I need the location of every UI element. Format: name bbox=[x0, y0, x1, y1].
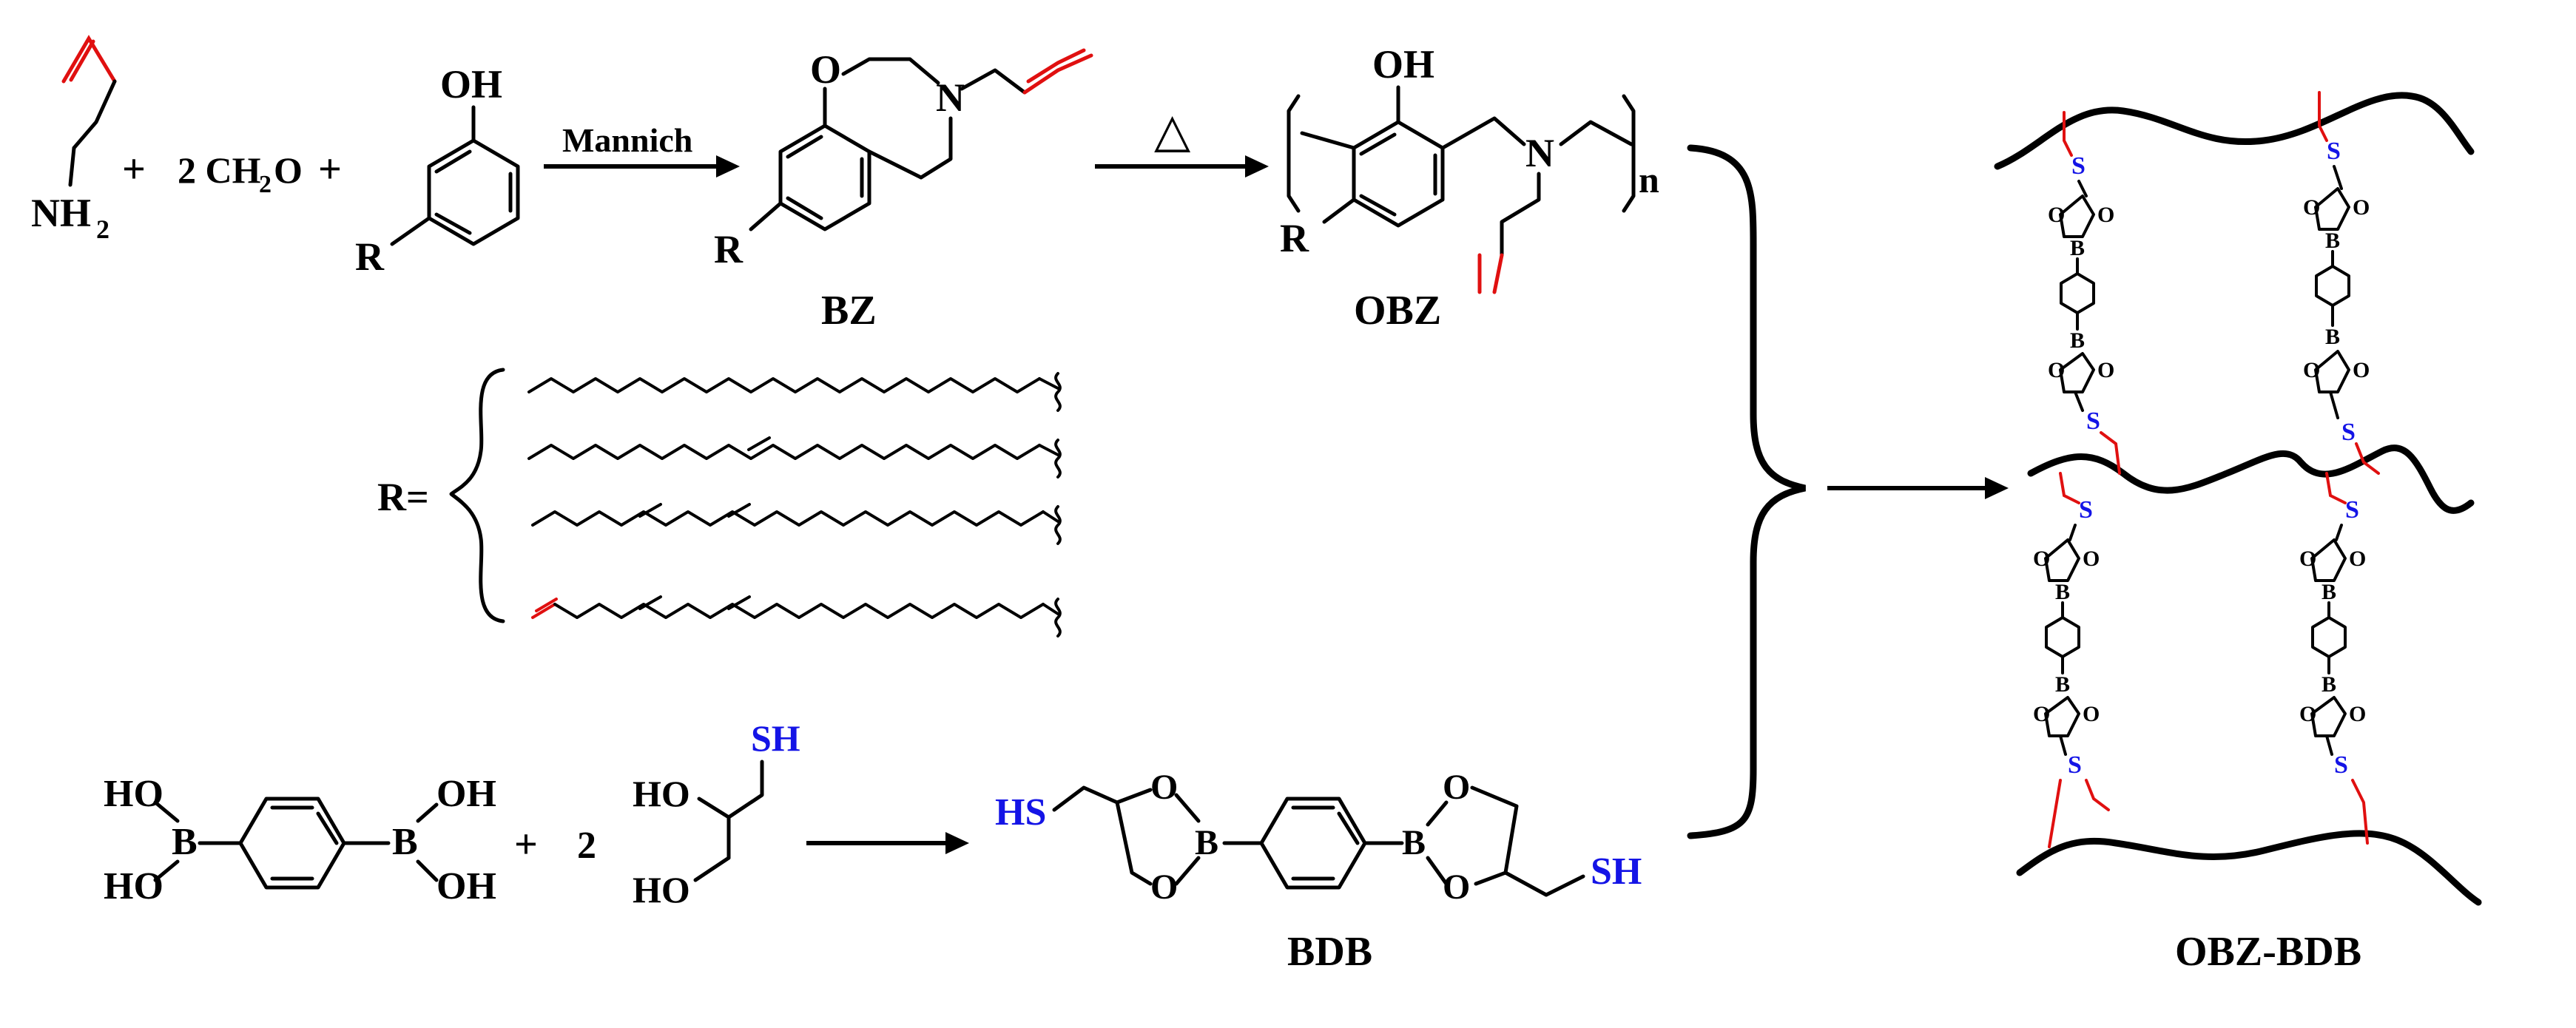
network-s-label-e: S bbox=[2079, 496, 2093, 524]
final-arrow bbox=[1827, 477, 2009, 499]
network-s-label: S bbox=[2071, 152, 2086, 180]
network-s-label-f: S bbox=[2068, 751, 2082, 779]
network-o-label: O bbox=[2048, 203, 2065, 227]
bdb-arrow bbox=[806, 832, 969, 854]
plus-sign-1: + bbox=[122, 146, 146, 192]
network-b-label-f: B bbox=[2055, 672, 2070, 697]
network-b-label-b: B bbox=[2070, 328, 2085, 353]
bz-oxygen-label: O bbox=[810, 47, 841, 92]
bz-nitrogen-label: N bbox=[936, 75, 965, 120]
ho-label-1: HO bbox=[104, 773, 163, 815]
r-equals-label: R= bbox=[377, 475, 429, 519]
linker-top-right: S O O B B O O S bbox=[2303, 91, 2380, 475]
network-b-label-c: B bbox=[2325, 229, 2340, 253]
obz-polymer: OH R N n OBZ bbox=[1280, 42, 1659, 334]
bdb-sh-label: SH bbox=[1591, 851, 1642, 893]
network-o-label-h: O bbox=[2353, 358, 2370, 382]
thioglycerol: SH HO HO bbox=[633, 717, 800, 910]
network-o-label-k: O bbox=[2033, 702, 2050, 726]
bz-r-label: R bbox=[714, 227, 744, 271]
network-o-label-n: O bbox=[2349, 547, 2366, 571]
bz-molecule: O N R BZ bbox=[714, 47, 1093, 334]
phenol: OH R bbox=[355, 62, 520, 279]
bdb-molecule: HS O O B B O O SH BDB bbox=[995, 768, 1642, 975]
benzene-diboronic-acid: HO HO B B OH OH bbox=[104, 773, 496, 907]
obz-bdb-network: S O O B B O O S S O O B bbox=[1994, 91, 2482, 975]
network-o-label-b: O bbox=[2097, 203, 2114, 227]
phenol-oh-label: OH bbox=[440, 62, 502, 106]
mannich-arrow: Mannich bbox=[544, 121, 740, 177]
linker-bottom-left: S O O B B O O S bbox=[2033, 472, 2110, 848]
oh-label-1: OH bbox=[436, 773, 496, 815]
heat-symbol: △ bbox=[1154, 104, 1191, 157]
linker-top-left: S O O B B O O S bbox=[2048, 111, 2121, 475]
glycerol-ho-label-2: HO bbox=[633, 869, 690, 910]
obz-nitrogen-label: N bbox=[1525, 131, 1554, 175]
network-b-label-g: B bbox=[2322, 580, 2336, 604]
glycerol-ho-label-1: HO bbox=[633, 773, 690, 814]
mannich-label: Mannich bbox=[562, 121, 692, 159]
obz-oh-label: OH bbox=[1372, 42, 1434, 87]
plus-sign-3: + bbox=[514, 822, 538, 868]
network-o-label-o: O bbox=[2299, 702, 2316, 726]
network-o-label-g: O bbox=[2303, 358, 2320, 382]
obz-r-label: R bbox=[1280, 216, 1309, 260]
thiol-top-label: SH bbox=[751, 717, 800, 759]
obz-title: OBZ bbox=[1354, 288, 1441, 334]
nh2-label: NH bbox=[31, 191, 91, 235]
bdb-boron-1: B bbox=[1195, 823, 1218, 862]
obz-repeat-n: n bbox=[1639, 159, 1659, 200]
boron-right-label: B bbox=[392, 821, 418, 863]
bdb-oxygen-2: O bbox=[1150, 868, 1178, 907]
stoich-two: 2 bbox=[577, 825, 596, 867]
heat-arrow: △ bbox=[1095, 104, 1269, 177]
network-s-label-d: S bbox=[2341, 419, 2356, 446]
oh-label-2: OH bbox=[436, 865, 496, 907]
r-group-definitions: R= bbox=[377, 368, 1062, 638]
network-s-label-g: S bbox=[2345, 496, 2359, 524]
bdb-boron-2: B bbox=[1402, 823, 1426, 862]
network-s-label-c: S bbox=[2327, 138, 2341, 165]
ch2o-oxygen: O bbox=[274, 149, 303, 191]
boron-left-label: B bbox=[172, 821, 198, 863]
bz-title: BZ bbox=[821, 288, 877, 334]
network-o-label-i: O bbox=[2033, 547, 2050, 571]
network-o-label-l: O bbox=[2083, 702, 2100, 726]
allylamine: NH 2 bbox=[31, 35, 117, 244]
network-b-label-h: B bbox=[2322, 672, 2336, 697]
network-o-label-p: O bbox=[2349, 702, 2366, 726]
network-o-label-c: O bbox=[2048, 358, 2065, 382]
network-o-label-f: O bbox=[2353, 195, 2370, 220]
network-o-label-j: O bbox=[2083, 547, 2100, 571]
bdb-oxygen-3: O bbox=[1443, 768, 1470, 807]
phenol-r-label: R bbox=[355, 234, 385, 279]
obz-bdb-title: OBZ-BDB bbox=[2175, 929, 2361, 975]
network-o-label-m: O bbox=[2299, 547, 2316, 571]
formaldehyde: 2 CH 2 O bbox=[178, 149, 303, 198]
plus-sign-2: + bbox=[318, 146, 342, 192]
bdb-oxygen-4: O bbox=[1443, 868, 1470, 907]
network-s-label-h: S bbox=[2334, 751, 2348, 779]
network-b-label: B bbox=[2070, 236, 2085, 260]
network-o-label-d: O bbox=[2097, 358, 2114, 382]
bdb-oxygen-1: O bbox=[1150, 768, 1178, 807]
linker-bottom-right: S O O B B O O S bbox=[2299, 472, 2369, 845]
nh2-subscript: 2 bbox=[96, 214, 109, 244]
bdb-title: BDB bbox=[1287, 929, 1372, 975]
network-b-label-d: B bbox=[2325, 325, 2340, 349]
combining-brace bbox=[1687, 144, 1806, 839]
bdb-hs-label: HS bbox=[995, 791, 1046, 833]
network-s-label-b: S bbox=[2086, 408, 2100, 435]
ho-label-2: HO bbox=[104, 865, 163, 907]
ch2o-label: 2 CH bbox=[178, 149, 261, 191]
network-o-label-e: O bbox=[2303, 195, 2320, 220]
network-b-label-e: B bbox=[2055, 580, 2070, 604]
ch2o-subscript: 2 bbox=[259, 171, 272, 198]
